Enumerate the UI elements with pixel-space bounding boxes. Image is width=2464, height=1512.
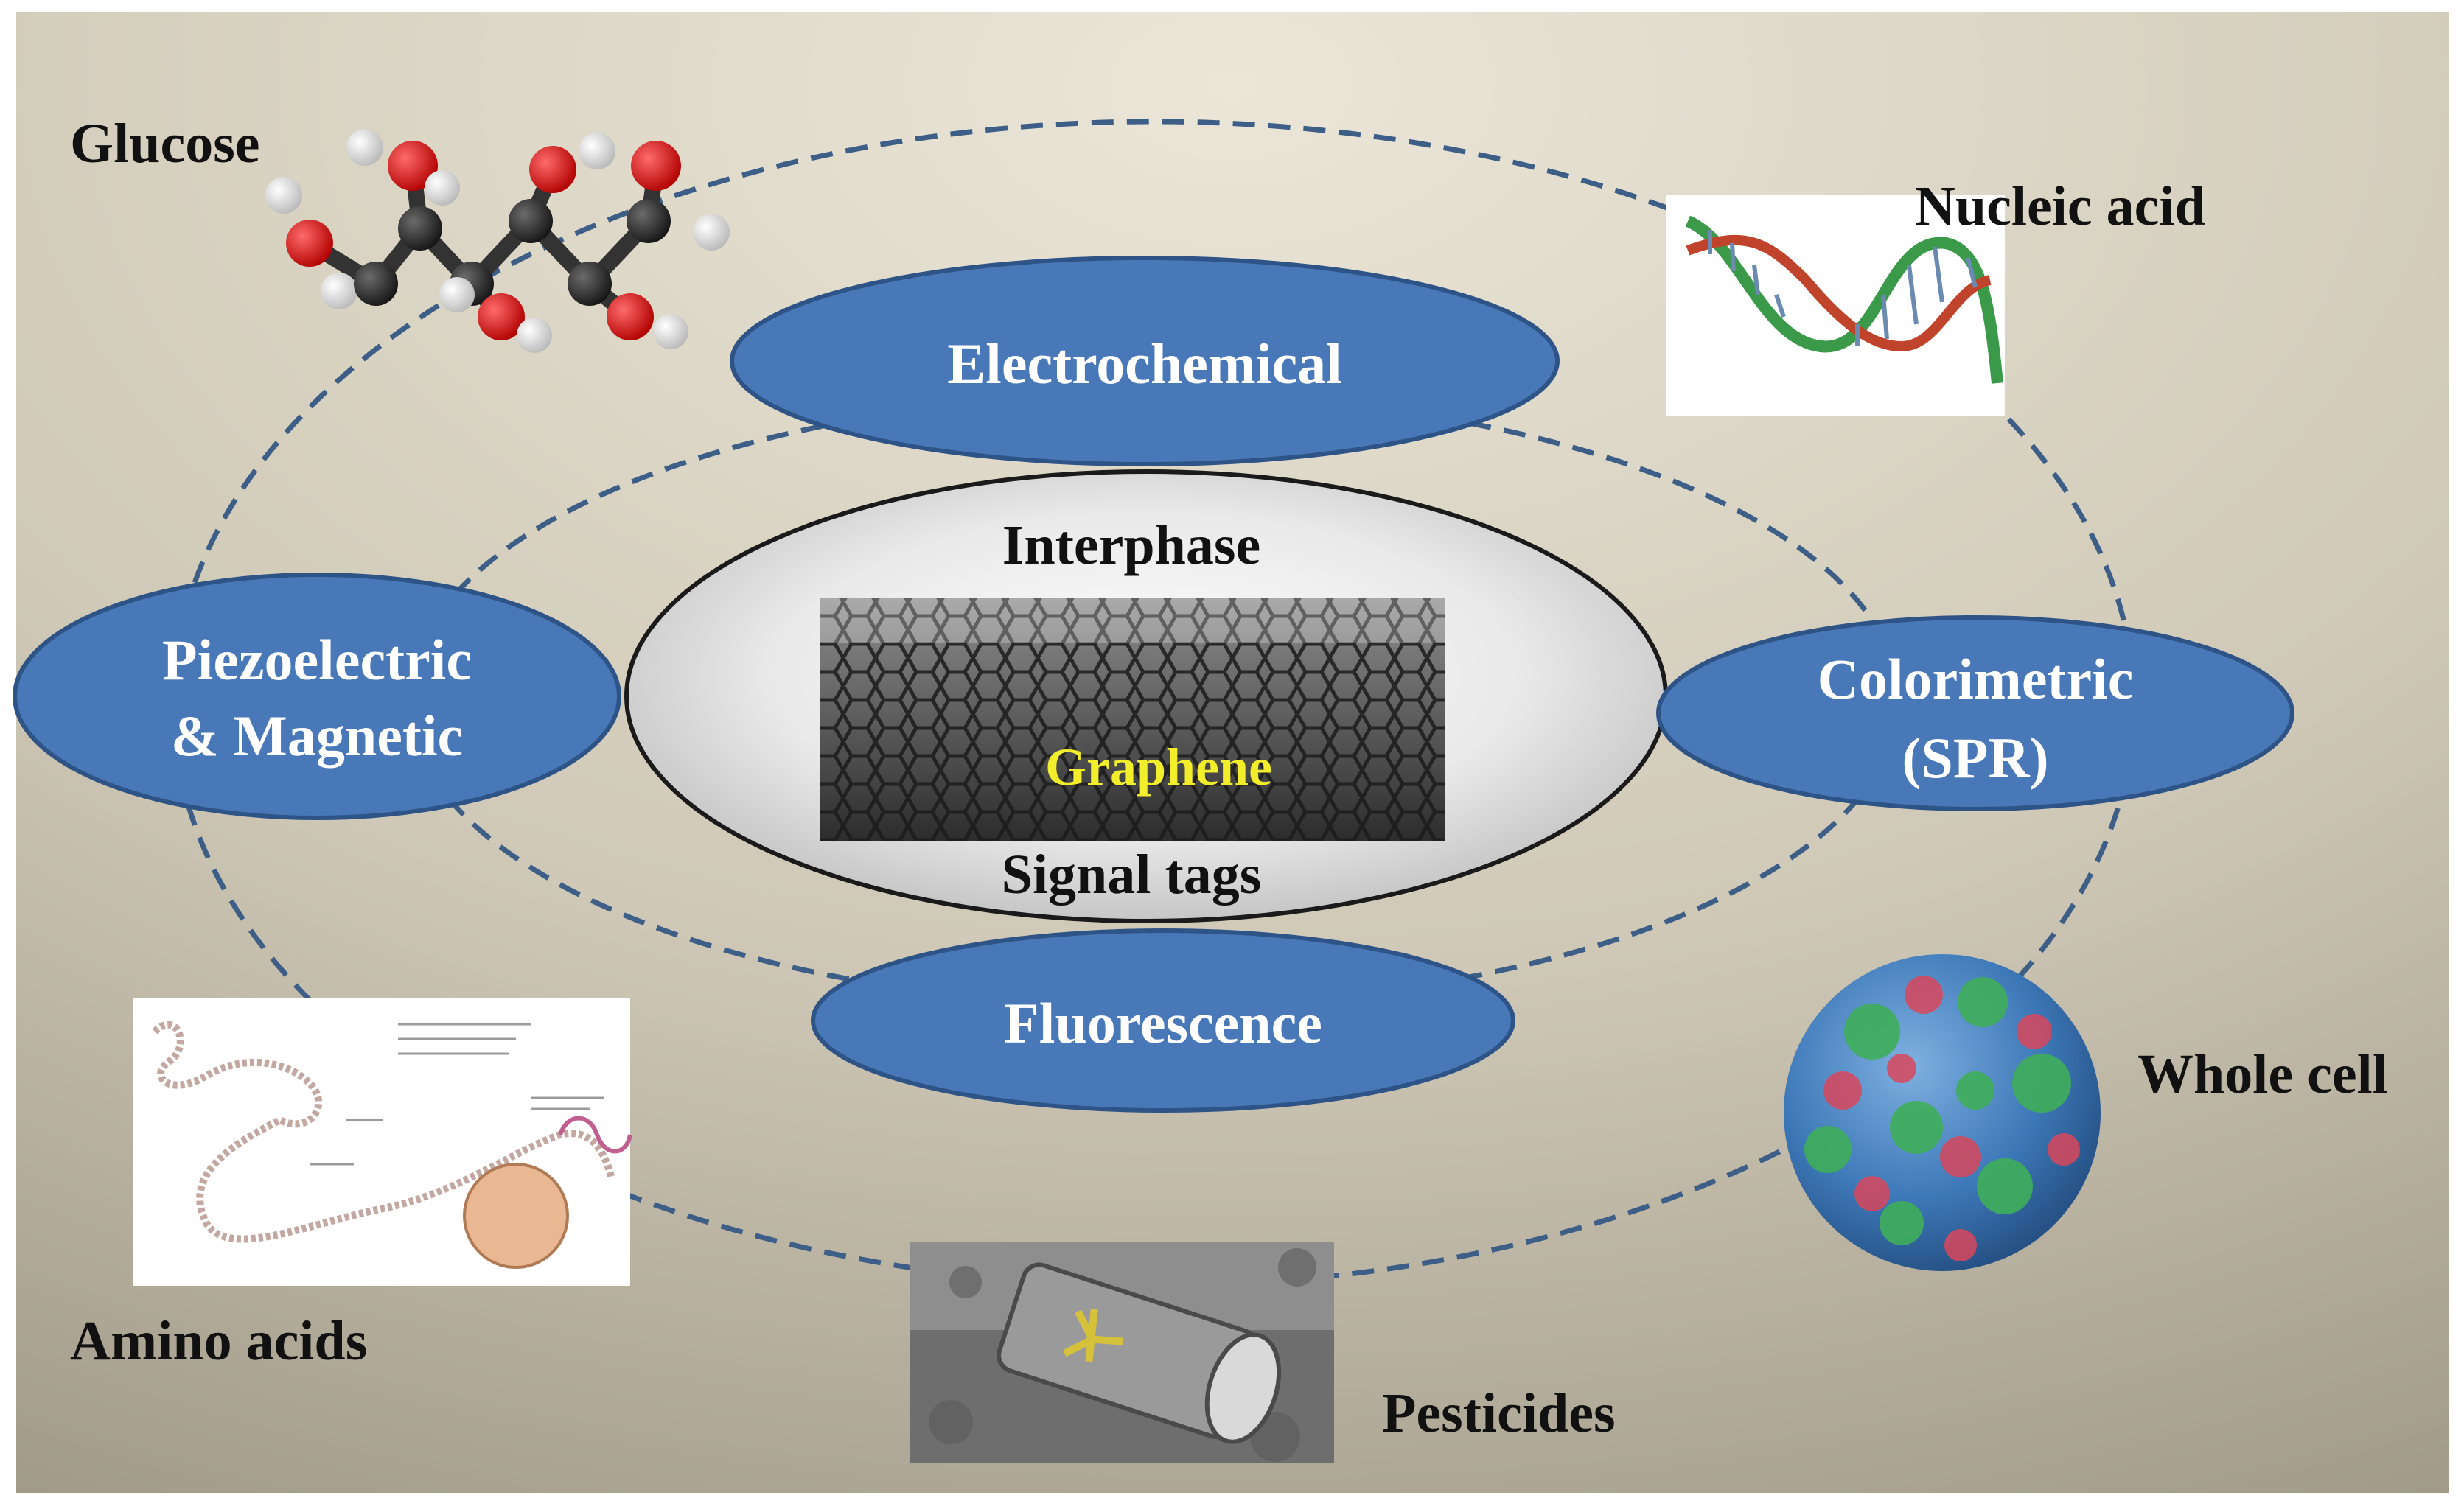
magnetic-label: & Magnetic: [171, 704, 463, 768]
pesticides-label: Pesticides: [1382, 1382, 1616, 1444]
whole-cell-label: Whole cell: [2137, 1043, 2388, 1105]
graphene-label: Graphene: [1045, 738, 1272, 797]
method-fluorescence: Fluorescence: [811, 928, 1515, 1113]
piezoelectric-label: Piezoelectric: [162, 628, 472, 692]
method-colorimetric-spr: Colorimetric (SPR): [1656, 615, 2294, 811]
glucose-molecule-icon: [265, 129, 730, 353]
pesticide-barrel-icon: [910, 1242, 1334, 1463]
analyte-pesticides: Pesticides: [910, 1242, 1616, 1463]
graphene-lattice-icon: [820, 598, 1445, 841]
center-graphene-node: Interphase Graphene Signal tags: [624, 469, 1668, 923]
spr-label: (SPR): [1902, 726, 2048, 790]
fluorescence-label: Fluorescence: [1004, 991, 1322, 1055]
analyte-nucleic-acid: Nucleic acid: [1666, 175, 2206, 416]
center-top-label: Interphase: [1002, 514, 1260, 576]
method-electrochemical: Electrochemical: [730, 256, 1560, 466]
glucose-label: Glucose: [70, 113, 260, 175]
analyte-amino-acids: Amino acids: [70, 998, 632, 1372]
colorimetric-label: Colorimetric: [1818, 647, 2134, 711]
analyte-whole-cell: Whole cell: [1784, 954, 2388, 1271]
center-bottom-label: Signal tags: [1002, 844, 1262, 906]
analyte-glucose: Glucose: [70, 113, 730, 353]
electrochemical-label: Electrochemical: [947, 332, 1342, 396]
cell-sphere-icon: [1784, 954, 2101, 1271]
protein-chain-icon: [152, 1021, 632, 1269]
amino-acids-label: Amino acids: [70, 1310, 367, 1372]
method-piezoelectric-magnetic: Piezoelectric & Magnetic: [13, 573, 621, 820]
nucleic-acid-label: Nucleic acid: [1915, 175, 2206, 237]
dna-double-helix-icon: [1685, 215, 2003, 384]
